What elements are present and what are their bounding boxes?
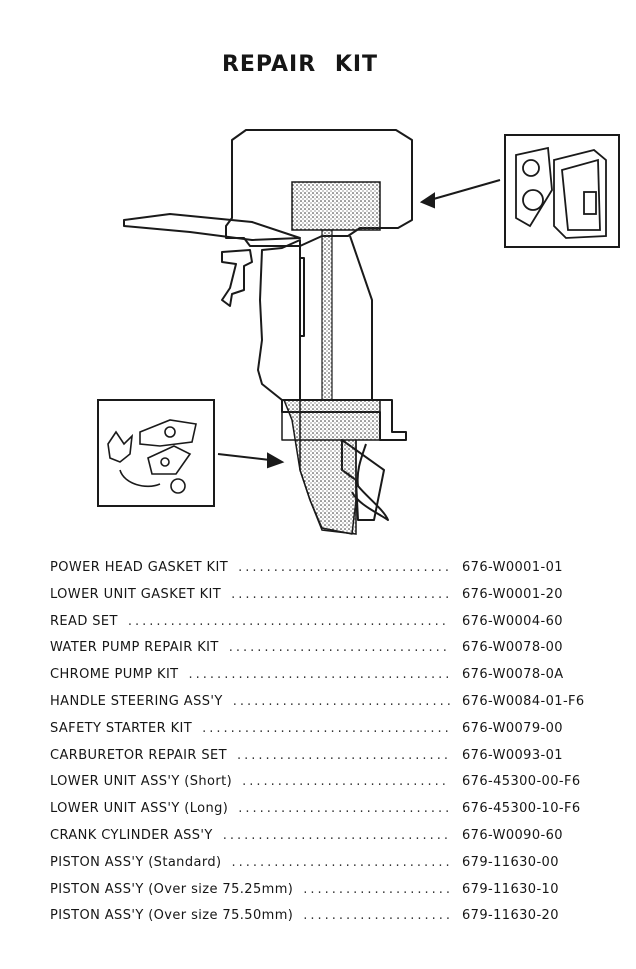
leader-dots (242, 774, 450, 789)
page-title: REPAIR KIT (221, 52, 379, 77)
leader-dots (238, 801, 450, 816)
part-number: 676-W0004-60 (462, 613, 563, 629)
list-item: POWER HEAD GASKET KIT 676-W0001-01 (50, 560, 590, 587)
part-number: 676-W0090-60 (462, 827, 563, 843)
list-item: PISTON ASS'Y (Over size 75.25mm) 679-116… (50, 882, 590, 909)
part-number: 679-11630-20 (462, 908, 559, 924)
dotted-highlights (282, 181, 381, 535)
part-name: SAFETY STARTER KIT (50, 720, 193, 736)
part-name: WATER PUMP REPAIR KIT (50, 640, 219, 656)
part-number: 676-W0001-20 (462, 586, 563, 602)
list-item: LOWER UNIT GASKET KIT 676-W0001-20 (50, 587, 590, 614)
list-item: WATER PUMP REPAIR KIT 676-W0078-00 (50, 640, 590, 667)
part-name: READ SET (50, 613, 118, 629)
part-number: 676-W0079-00 (462, 720, 563, 736)
part-number: 676-45300-10-F6 (462, 801, 581, 817)
list-item: HANDLE STEERING ASS'Y 676-W0084-01-F6 (50, 694, 590, 721)
list-item: PISTON ASS'Y (Over size 75.50mm) 679-116… (50, 908, 590, 935)
leader-dots (233, 694, 450, 709)
part-number: 676-W0093-01 (462, 747, 563, 763)
part-number: 679-11630-00 (462, 854, 559, 870)
part-number: 676-W0084-01-F6 (462, 693, 585, 709)
part-name: PISTON ASS'Y (Over size 75.50mm) (50, 908, 294, 924)
list-item: CHROME PUMP KIT 676-W0078-0A (50, 667, 590, 694)
list-item: LOWER UNIT ASS'Y (Short) 676-45300-00-F6 (50, 774, 590, 801)
leader-dots (128, 614, 450, 629)
part-number: 679-11630-10 (462, 881, 559, 897)
leader-dots (303, 908, 450, 923)
part-name: PISTON ASS'Y (Over size 75.25mm) (50, 881, 294, 897)
outboard-motor-diagram (97, 129, 620, 535)
callout-arrows (217, 179, 501, 469)
part-number: 676-W0078-0A (462, 667, 564, 683)
part-name: LOWER UNIT GASKET KIT (50, 586, 222, 602)
leader-dots (238, 560, 450, 575)
part-number: 676-W0001-01 (462, 560, 563, 575)
leader-dots (231, 587, 450, 602)
leader-dots (223, 828, 450, 843)
list-item: PISTON ASS'Y (Standard) 679-11630-00 (50, 855, 590, 882)
part-name: PISTON ASS'Y (Standard) (50, 854, 222, 870)
power-head-gasket-set-inset (504, 134, 620, 248)
leader-dots (202, 721, 450, 736)
part-name: HANDLE STEERING ASS'Y (50, 693, 223, 709)
part-name: LOWER UNIT ASS'Y (Long) (50, 801, 229, 817)
part-name: CHROME PUMP KIT (50, 667, 179, 683)
list-item: READ SET 676-W0004-60 (50, 614, 590, 641)
leader-dots (237, 748, 450, 763)
part-number: 676-45300-00-F6 (462, 774, 581, 790)
part-name: POWER HEAD GASKET KIT (50, 560, 229, 575)
leader-dots (229, 640, 450, 655)
part-number: 676-W0078-00 (462, 640, 563, 656)
part-name: LOWER UNIT ASS'Y (Short) (50, 774, 233, 790)
list-item: SAFETY STARTER KIT 676-W0079-00 (50, 721, 590, 748)
leader-dots (189, 667, 450, 682)
leader-dots (303, 882, 450, 897)
leader-dots (231, 855, 450, 870)
list-item: CARBURETOR REPAIR SET 676-W0093-01 (50, 748, 590, 775)
parts-list: POWER HEAD GASKET KIT 676-W0001-01 LOWER… (50, 560, 590, 935)
part-name: CRANK CYLINDER ASS'Y (50, 827, 213, 843)
lower-unit-gasket-set-inset (97, 399, 215, 507)
list-item: CRANK CYLINDER ASS'Y 676-W0090-60 (50, 828, 590, 855)
list-item: LOWER UNIT ASS'Y (Long) 676-45300-10-F6 (50, 801, 590, 828)
part-name: CARBURETOR REPAIR SET (50, 747, 227, 763)
